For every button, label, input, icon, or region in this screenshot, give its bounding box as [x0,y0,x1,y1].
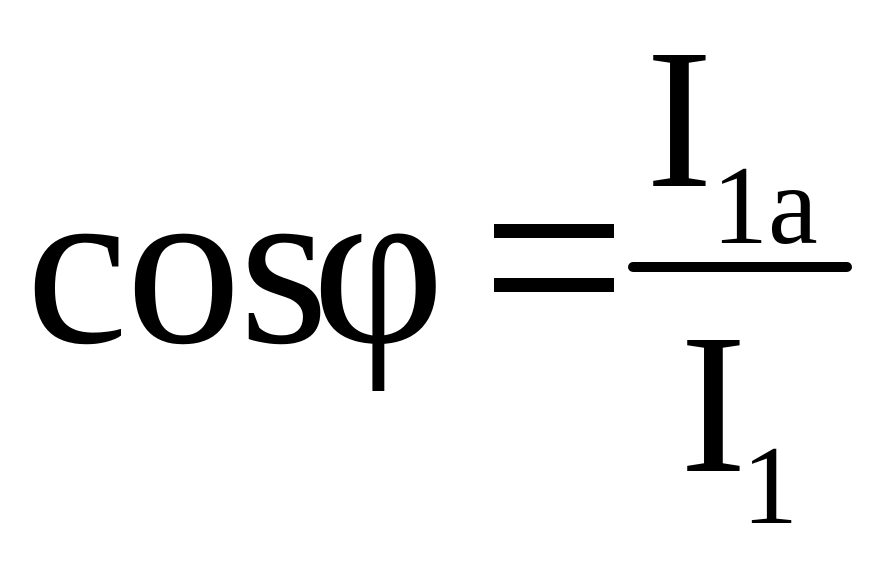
numerator-subscript: 1a [712,144,818,268]
equals-top-bar [494,224,614,238]
fraction-bar [628,262,852,272]
equals-bottom-bar [494,278,614,292]
phi-variable: φ [312,137,445,392]
numerator-symbol: I [646,9,713,230]
denominator-subscript: 1 [742,424,798,548]
cosine-function: cos [26,137,329,392]
denominator-symbol: I [680,294,747,515]
